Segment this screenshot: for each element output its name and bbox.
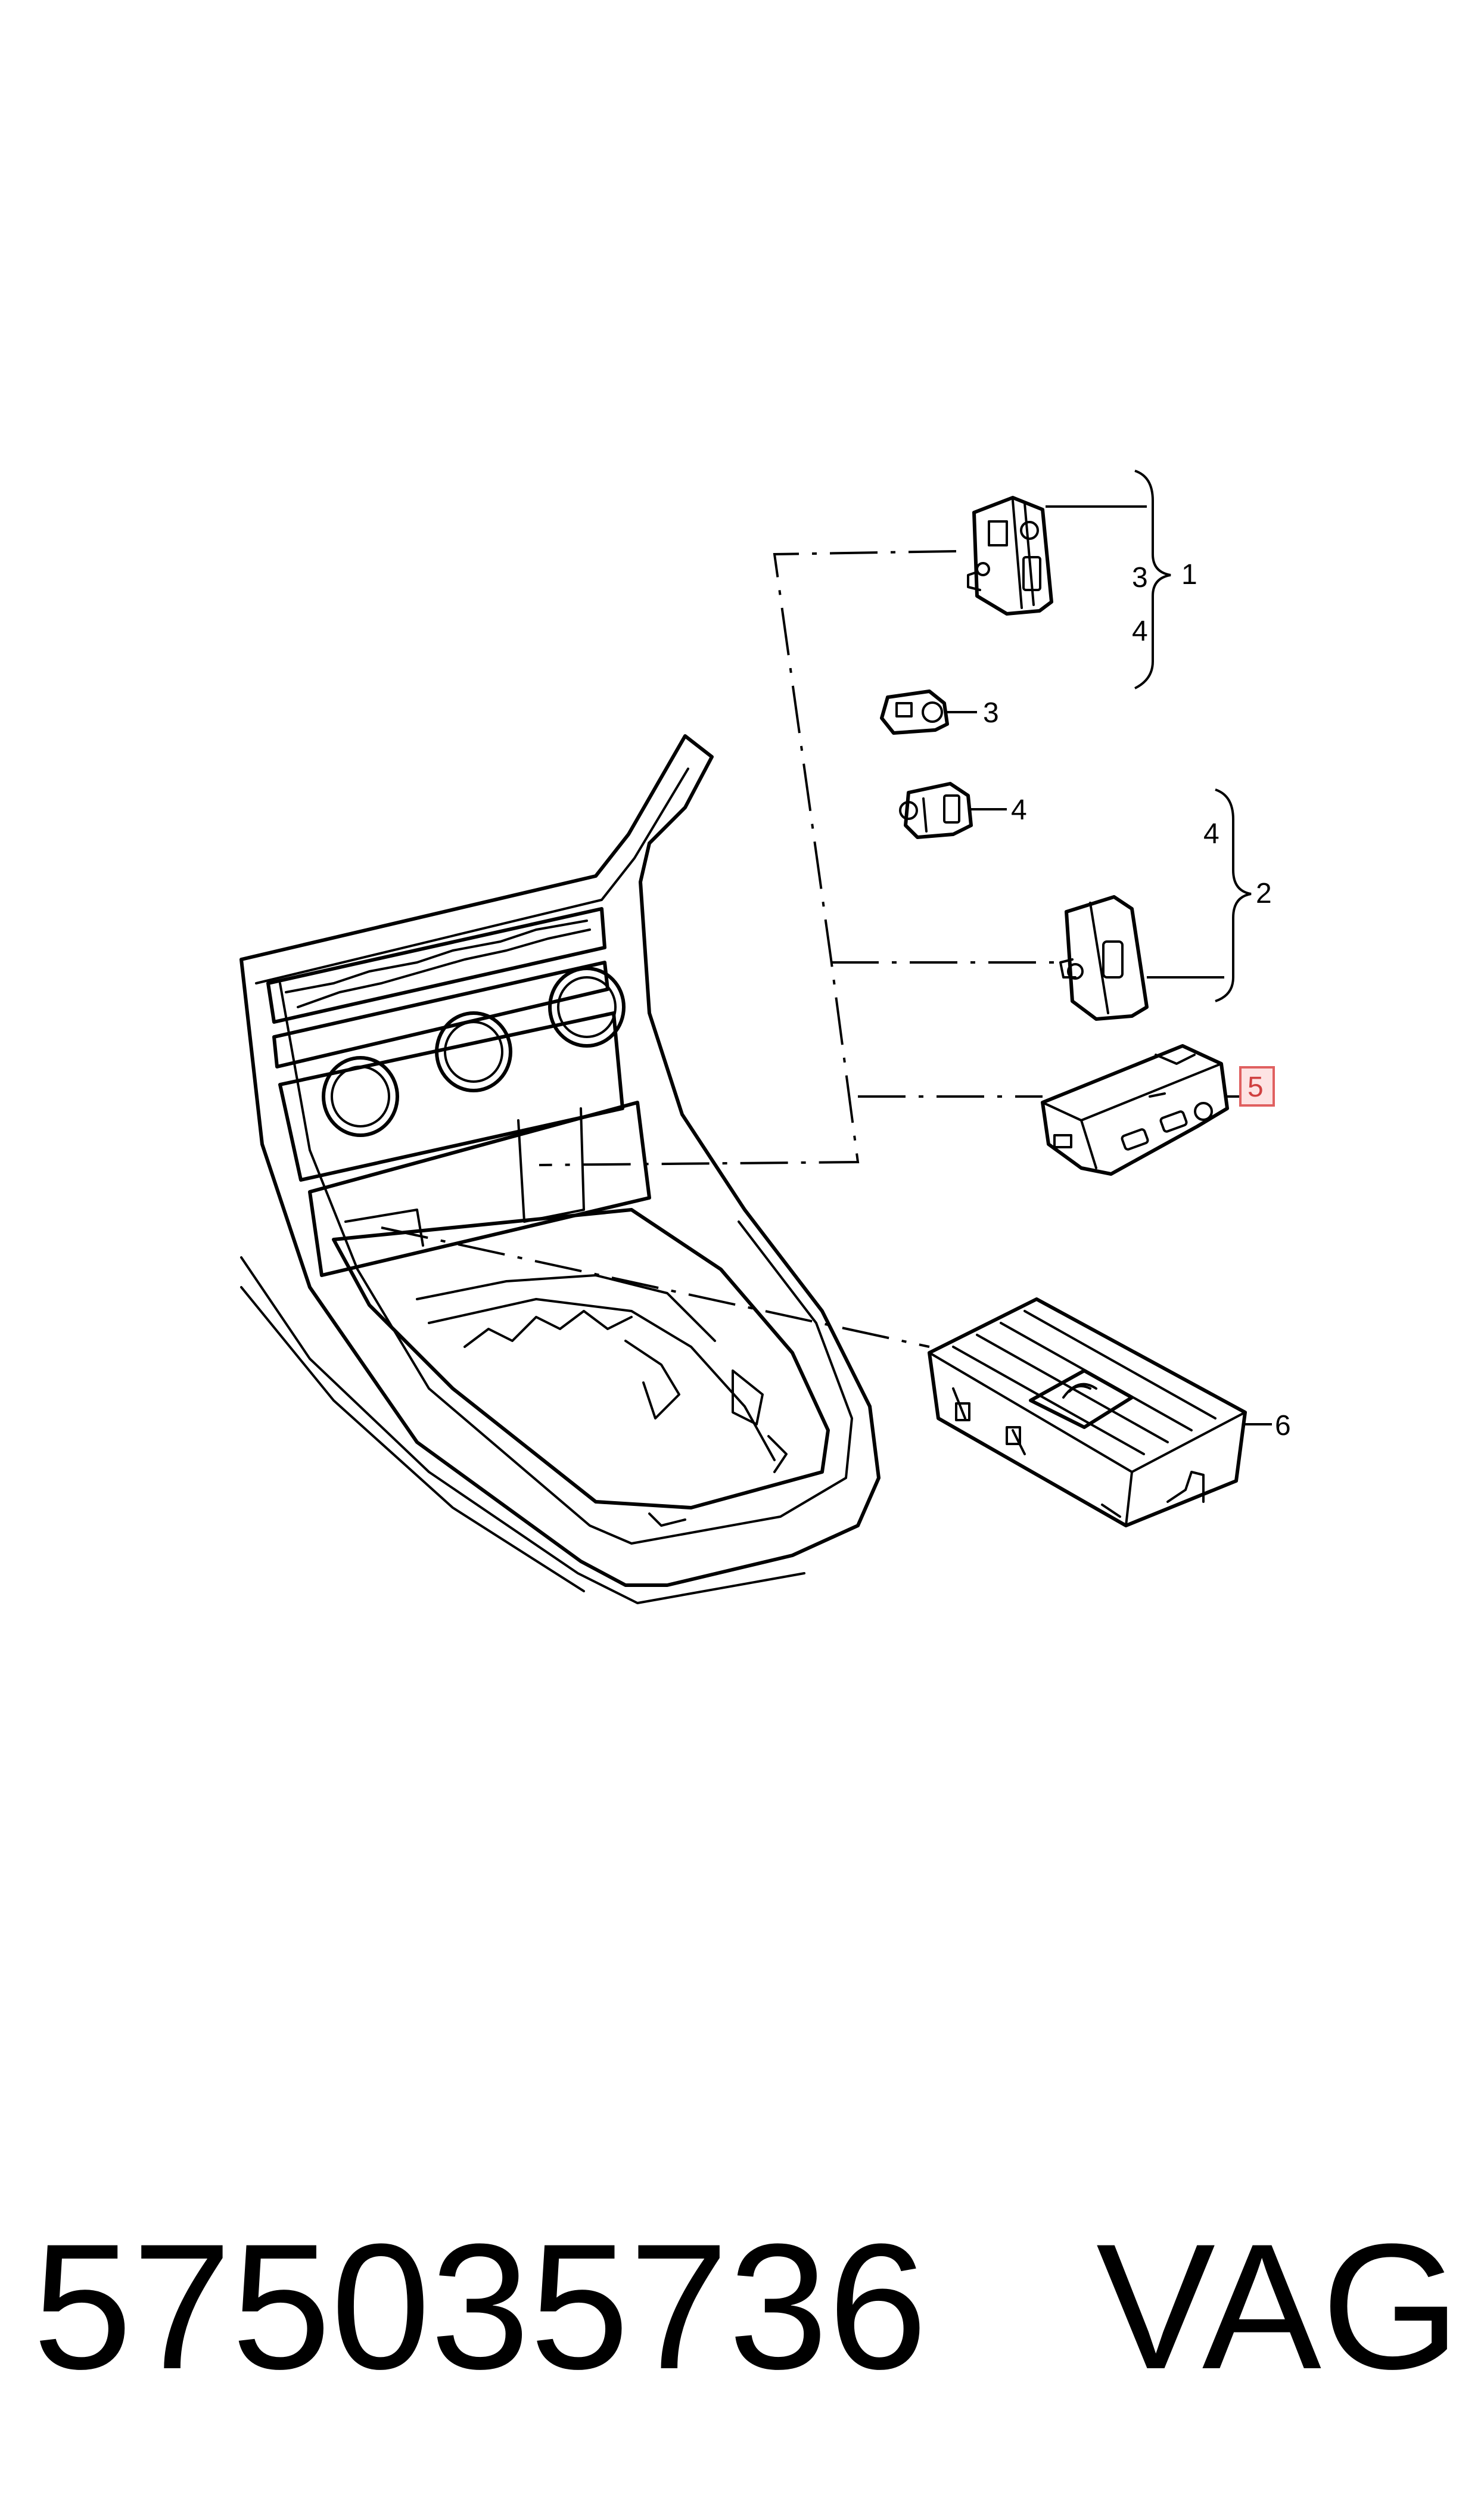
part-6-charging-pad xyxy=(928,1297,1247,1527)
callout-1: 1 xyxy=(1181,559,1197,591)
part-3-aux-socket xyxy=(880,689,949,735)
callout-3: 3 xyxy=(983,697,999,729)
part-5-usb-hub xyxy=(1041,1044,1229,1176)
assembly-lines xyxy=(381,550,1063,1348)
callout-3-bracket-1: 3 xyxy=(1132,562,1148,594)
part-4-usb-socket xyxy=(899,782,973,839)
callout-6: 6 xyxy=(1275,1410,1291,1442)
center-console xyxy=(239,734,881,1604)
callout-5-highlight xyxy=(1239,1066,1275,1107)
callout-4-bracket-1: 4 xyxy=(1132,616,1148,647)
callout-4-bracket-2: 4 xyxy=(1203,818,1219,850)
part-1-usb-aux-module xyxy=(967,496,1053,616)
callout-4: 4 xyxy=(1011,794,1027,826)
callout-5: 5 xyxy=(1247,1071,1264,1103)
part-number-caption: 575035736 xyxy=(33,2206,928,2406)
callout-2: 2 xyxy=(1256,878,1272,909)
part-2-usb-module xyxy=(1059,895,1149,1021)
callouts: 3 1 4 3 4 4 2 5 6 xyxy=(983,559,1291,1442)
leader-lines xyxy=(947,470,1272,1425)
brand-caption: VAG xyxy=(1096,2206,1461,2406)
